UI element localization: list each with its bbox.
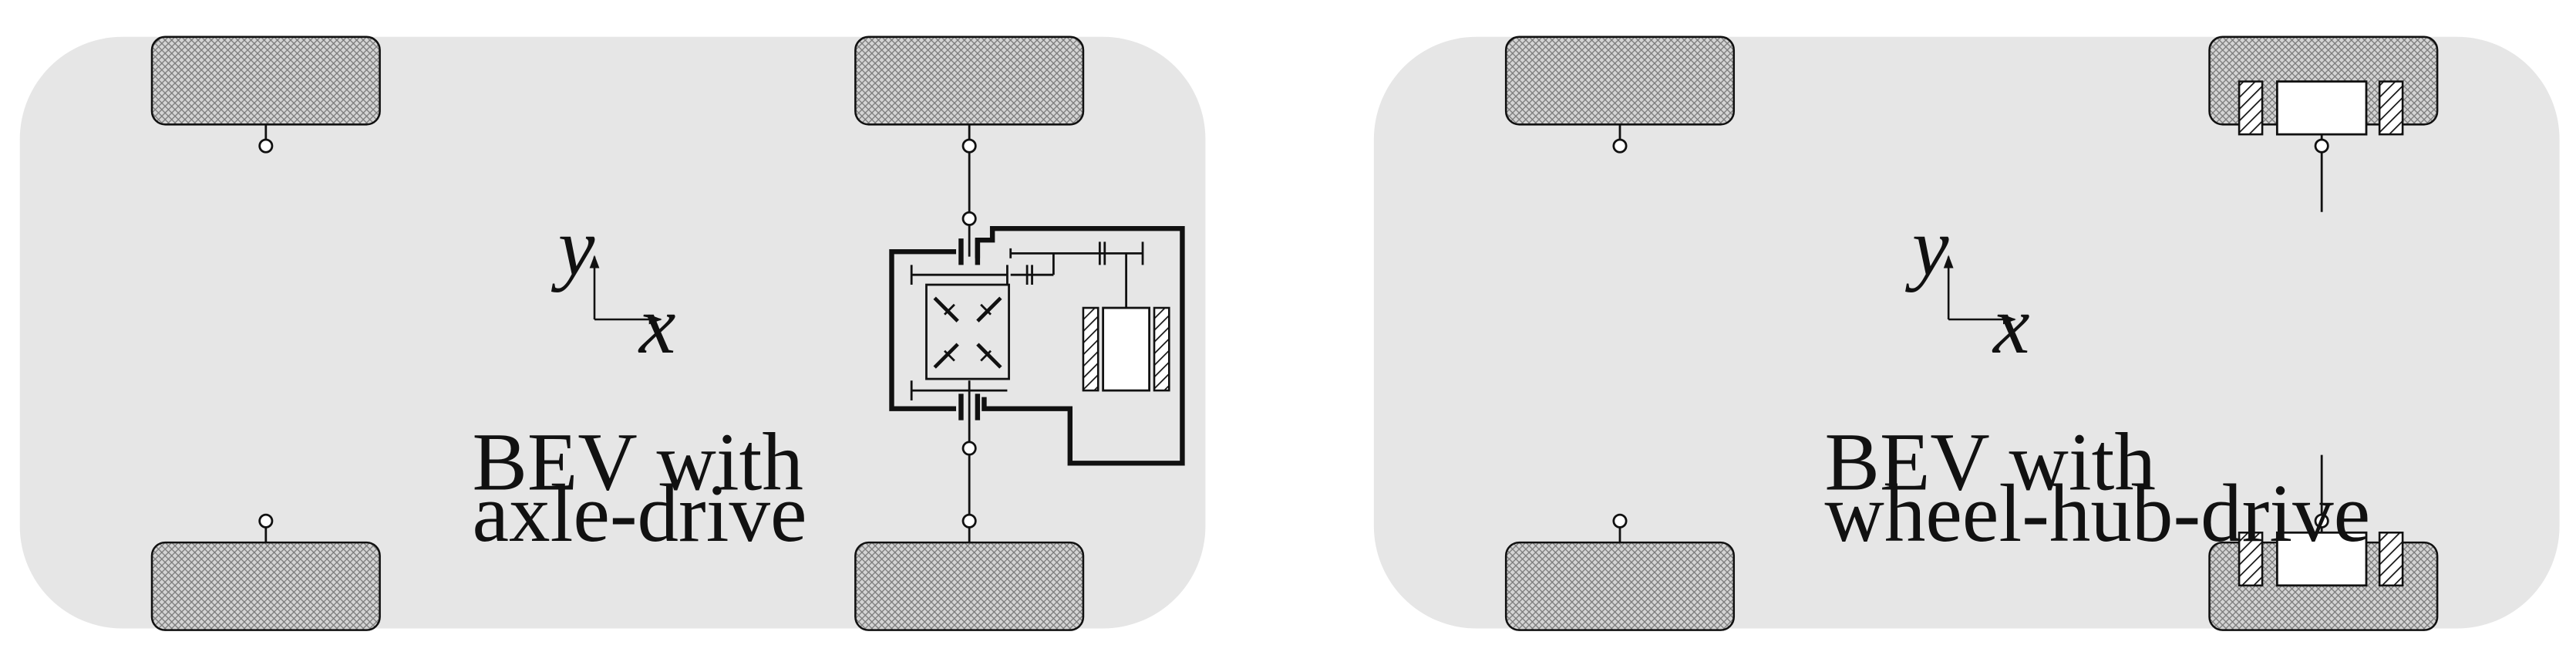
left-tire-rear-bottom bbox=[150, 541, 381, 631]
left-coordinate-axes bbox=[589, 255, 662, 325]
left-tire-rear-top bbox=[150, 35, 381, 126]
right-vehicle-wheel-hub-drive: y x BEV with wheel-hub-drive bbox=[1373, 35, 2560, 631]
right-chassis bbox=[1373, 36, 2560, 629]
left-tire-front-top bbox=[854, 35, 1085, 126]
left-x-axis-label: x bbox=[638, 280, 676, 371]
right-tire-rear-bottom bbox=[1504, 541, 1736, 631]
left-y-axis-label: y bbox=[551, 202, 595, 293]
left-tire-front-bottom bbox=[854, 541, 1085, 631]
left-label-line1: BEV with bbox=[473, 417, 803, 508]
left-label-line2: axle-drive bbox=[473, 468, 807, 559]
right-label-line2: wheel-hub-drive bbox=[1825, 468, 2371, 559]
axle-motor-stator-left bbox=[1082, 306, 1099, 392]
right-label-line1: BEV with bbox=[1825, 417, 2156, 508]
left-rear-axle-stubs bbox=[258, 124, 274, 543]
right-rear-axle-stubs bbox=[1612, 124, 1628, 543]
right-x-axis-label: x bbox=[1992, 280, 2030, 371]
right-coordinate-axes bbox=[1943, 255, 2016, 325]
hub-motor-bottom bbox=[2238, 454, 2404, 587]
axle-motor-rotor bbox=[1102, 306, 1150, 392]
left-vehicle-axle-drive: y x BEV with axle-drive bbox=[19, 35, 1206, 631]
left-chassis bbox=[19, 36, 1206, 629]
right-y-axis-label: y bbox=[1905, 202, 1949, 293]
hub-motor-top bbox=[2238, 80, 2404, 212]
right-tire-rear-top bbox=[1504, 35, 1736, 126]
left-front-drive-shaft bbox=[961, 124, 977, 543]
axle-motor-stator-right bbox=[1153, 306, 1170, 392]
axle-drive-unit bbox=[889, 226, 1185, 466]
